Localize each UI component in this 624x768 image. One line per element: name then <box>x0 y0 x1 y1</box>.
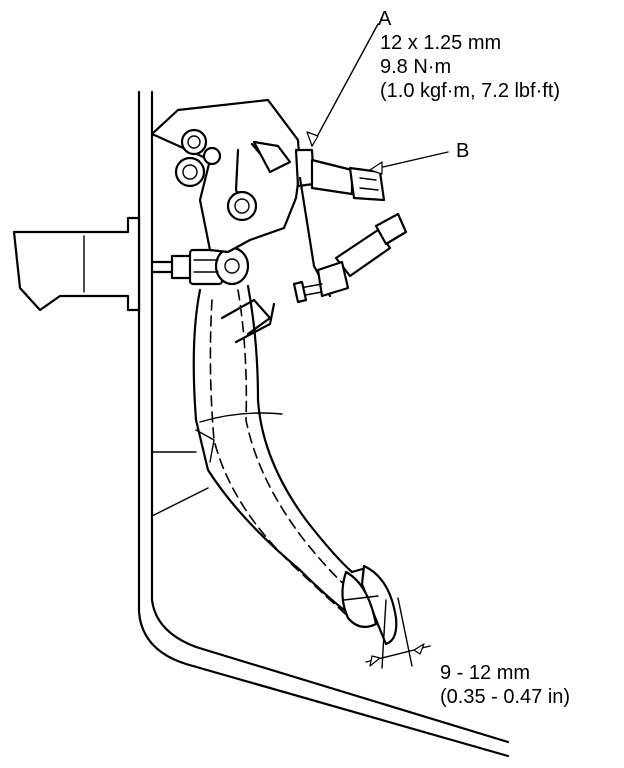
pedal-position-switch <box>292 212 408 304</box>
clearance-dimension <box>365 597 431 669</box>
pedal-clip <box>220 298 276 344</box>
firewall-panel <box>137 90 510 758</box>
pedal-pad <box>341 564 398 646</box>
push-rod-clevis <box>150 246 250 286</box>
callout-b-letter: B <box>456 140 470 162</box>
brake-light-switch-a <box>294 148 386 298</box>
pedal-bracket <box>150 98 302 254</box>
callout-a-size: 12 x 1.25 mm <box>380 32 502 54</box>
callout-a-letter: A <box>378 8 392 30</box>
callout-leaders <box>306 23 449 175</box>
brake-booster <box>12 216 141 312</box>
brake-pedal-arm <box>192 284 374 621</box>
callout-a-torque-alt: (1.0 kgf·m, 7.2 lbf·ft) <box>380 80 561 102</box>
clearance-value-in: (0.35 - 0.47 in) <box>440 686 571 708</box>
clearance-value: 9 - 12 mm <box>440 662 531 684</box>
callout-a-torque-metric: 9.8 N·m <box>380 56 452 78</box>
